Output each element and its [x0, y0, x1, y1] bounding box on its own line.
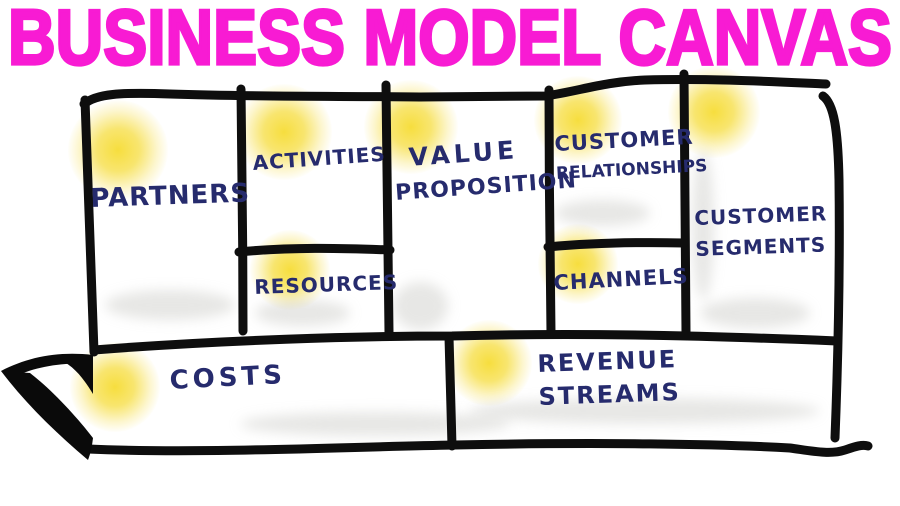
- label-revenue-streams-line2: STREAMS: [538, 378, 682, 411]
- label-customer-relationships: CUSTOMER RELATIONSHIPS: [553, 124, 708, 184]
- label-value-proposition: VALUE PROPOSITION: [392, 133, 577, 206]
- label-customer-segments-line1: CUSTOMER: [693, 201, 828, 230]
- page-title-svg: BUSINESS MODEL CANVAS: [6, 0, 893, 74]
- label-customer-segments: CUSTOMER SEGMENTS: [693, 201, 829, 261]
- label-resources: RESOURCES: [253, 269, 399, 299]
- canvas-left-edge: [80, 95, 99, 357]
- label-revenue-streams-line1: REVENUE: [536, 345, 678, 378]
- canvas-top-edge: [79, 74, 831, 109]
- divider-value-relationships: [544, 85, 556, 338]
- page-title: BUSINESS MODEL CANVAS: [8, 0, 892, 74]
- label-partners: PARTNERS: [89, 178, 251, 214]
- page-curl: [1, 371, 93, 460]
- divider-activities-value: [381, 80, 394, 337]
- canvas-mid-horizontal: [89, 330, 842, 355]
- label-customer-relationships-line1: CUSTOMER: [553, 124, 695, 156]
- label-revenue-streams: REVENUE STREAMS: [536, 345, 682, 411]
- divider-relationships-channels: [543, 238, 689, 252]
- label-costs: COSTS: [168, 359, 287, 396]
- canvas-bottom-edge: [83, 439, 873, 457]
- divider-partners-activities: [236, 84, 248, 336]
- label-customer-segments-line2: SEGMENTS: [695, 232, 827, 261]
- page-curl: [56, 356, 93, 394]
- divider-costs-revenue: [444, 332, 457, 451]
- divider-relationships-segments: [679, 69, 691, 337]
- canvas-right-edge: [818, 91, 844, 443]
- divider-activities-resources: [234, 243, 395, 257]
